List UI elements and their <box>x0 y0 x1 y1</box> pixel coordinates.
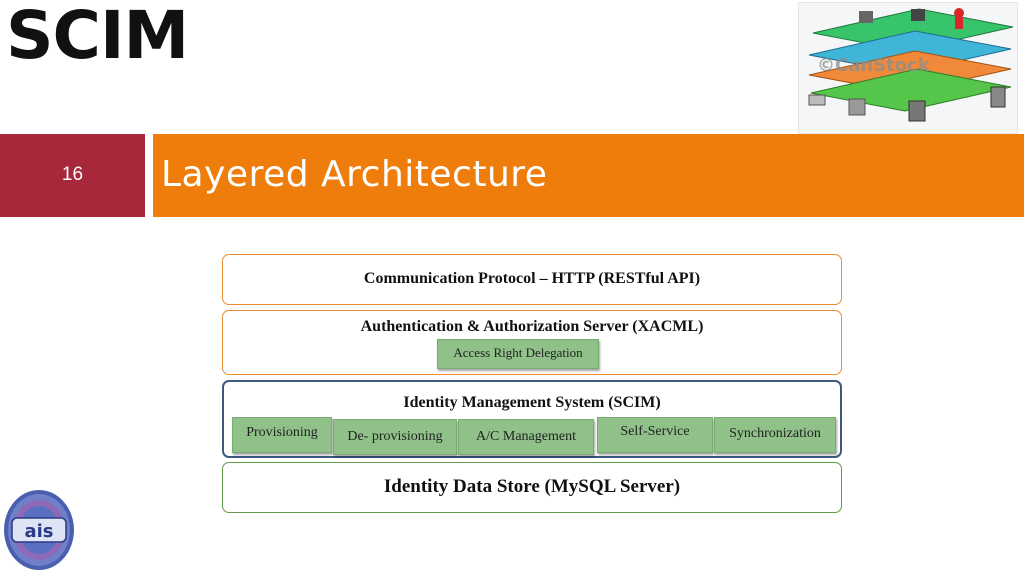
scim-logo: SCIM <box>6 2 234 70</box>
scim-logo-text: SCIM <box>6 0 189 74</box>
layered-network-illustration: ©CanStock <box>798 2 1018 134</box>
auth-layer-title: Authentication & Authorization Server (X… <box>360 318 704 335</box>
access-right-delegation-chip: Access Right Delegation <box>437 339 599 369</box>
auth-layer: Authentication & Authorization Server (X… <box>222 310 842 375</box>
communication-layer-title: Communication Protocol – HTTP (RESTful A… <box>363 270 701 287</box>
data-store-layer: Identity Data Store (MySQL Server) <box>222 462 842 513</box>
slide-title: Layered Architecture <box>161 154 548 195</box>
synchronization-chip: Synchronization <box>714 417 836 453</box>
provisioning-chip: Provisioning <box>232 417 332 453</box>
stock-watermark: ©CanStock <box>817 55 930 76</box>
ac-management-chip: A/C Management <box>458 419 594 455</box>
self-service-chip: Self-Service <box>597 417 713 453</box>
data-store-layer-title: Identity Data Store (MySQL Server) <box>383 476 681 497</box>
identity-management-layer: Identity Management System (SCIM) Provis… <box>222 380 842 458</box>
ais-logo-graphic: ais <box>4 490 74 570</box>
slide-number: 16 <box>61 164 84 185</box>
layers-illustration-graphic <box>808 8 1014 122</box>
ais-logo-text: ais <box>24 521 53 542</box>
slide-number-box: 16 <box>0 134 145 217</box>
communication-layer: Communication Protocol – HTTP (RESTful A… <box>222 254 842 305</box>
title-band: Layered Architecture <box>153 134 1024 217</box>
ais-logo: ais <box>2 488 76 572</box>
identity-management-layer-title: Identity Management System (SCIM) <box>403 394 661 411</box>
de-provisioning-chip: De- provisioning <box>333 419 457 455</box>
